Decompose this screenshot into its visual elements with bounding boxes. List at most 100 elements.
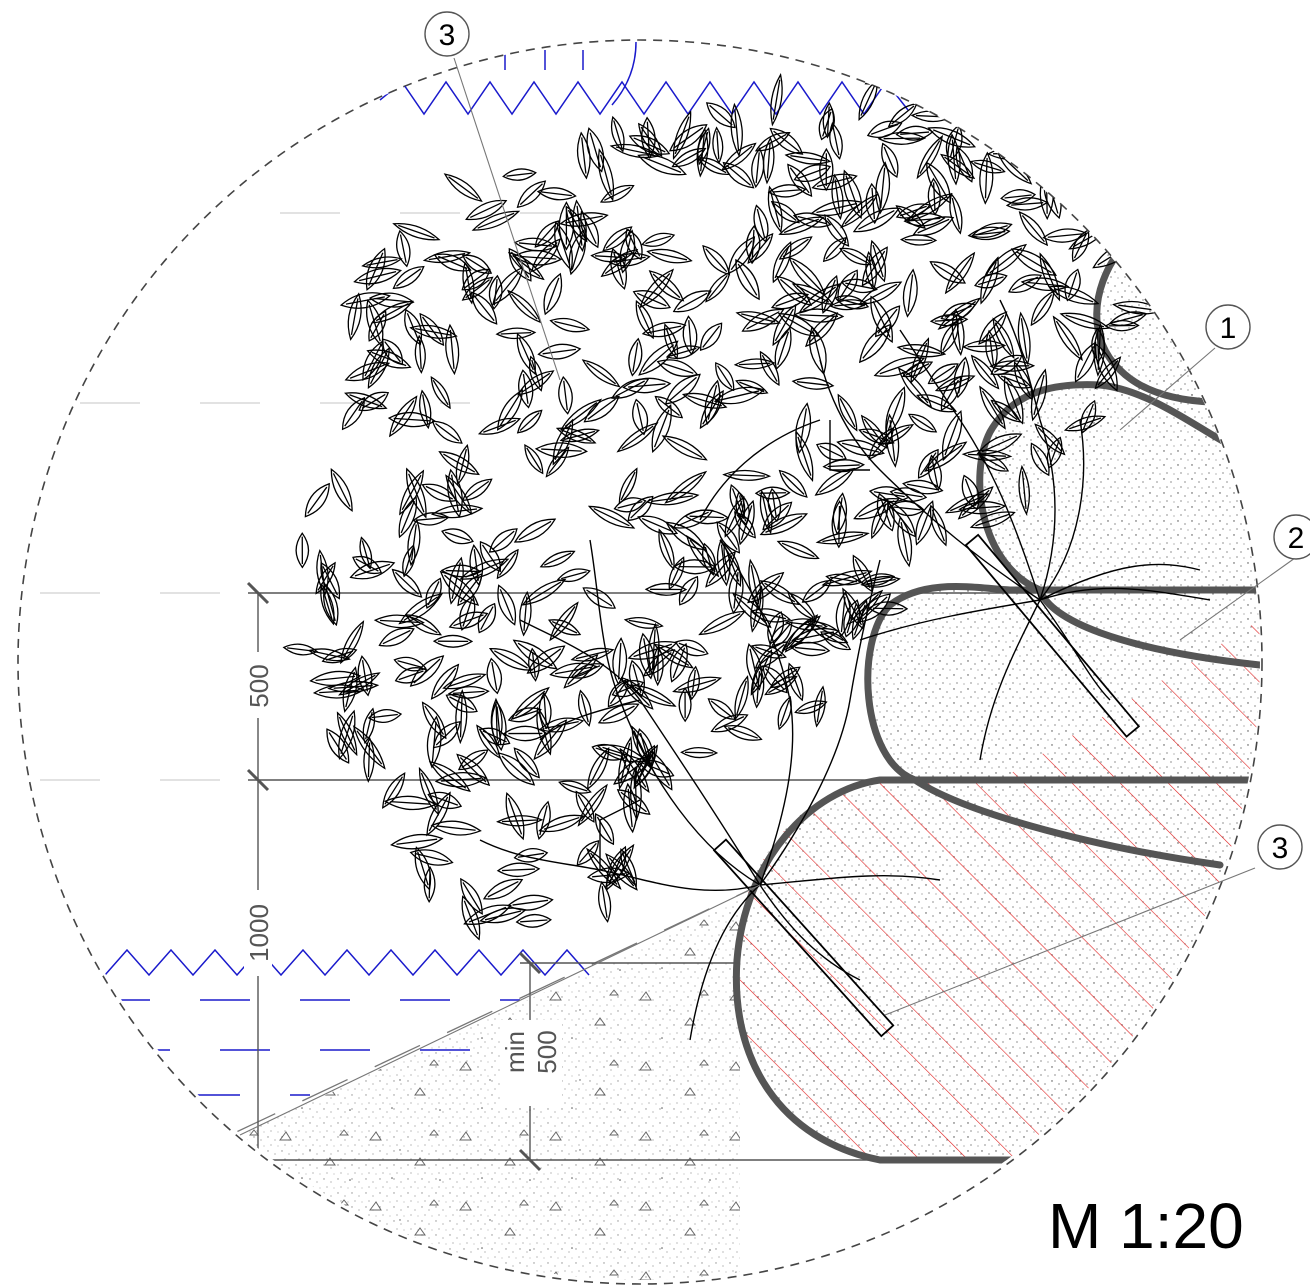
leaf	[510, 686, 550, 721]
leaf	[427, 791, 463, 810]
leaf	[781, 615, 822, 652]
leaf	[612, 637, 628, 686]
leaf	[495, 327, 537, 340]
leaf	[777, 695, 792, 731]
leaf	[619, 747, 650, 794]
leaf	[367, 709, 403, 723]
leaf	[577, 689, 592, 727]
leaf	[632, 290, 671, 310]
leaf	[858, 323, 892, 364]
leaf	[787, 163, 813, 198]
leaf	[388, 395, 418, 438]
leaf	[399, 469, 425, 516]
leaf	[937, 297, 982, 330]
leaf	[349, 560, 396, 580]
leaf	[967, 226, 1011, 241]
leaf	[858, 78, 878, 122]
leaf	[665, 345, 701, 360]
leaf	[1063, 415, 1107, 432]
leaf	[461, 478, 493, 502]
leaf	[513, 848, 549, 863]
leaf	[447, 686, 490, 699]
leaf	[859, 593, 892, 623]
leaf	[716, 521, 741, 554]
leaf	[405, 467, 427, 519]
leaf	[513, 747, 540, 779]
leaf	[990, 354, 1023, 376]
leaf	[864, 62, 904, 85]
leaf	[790, 641, 831, 657]
leaf	[457, 572, 483, 607]
leaf	[537, 343, 582, 360]
callout-leaders	[239, 57, 1296, 1136]
leaf	[723, 542, 742, 588]
leaf	[398, 495, 418, 539]
leaf	[616, 422, 659, 453]
leaf	[524, 444, 544, 475]
leaf	[680, 746, 719, 759]
leaf	[496, 548, 519, 580]
leaf	[795, 430, 814, 483]
leaf	[661, 435, 708, 461]
leaf	[528, 355, 544, 392]
leaf	[526, 645, 566, 674]
leaf	[577, 783, 608, 827]
leaf	[439, 570, 480, 606]
leaf	[896, 344, 947, 358]
leaf	[594, 813, 615, 846]
leaf	[1005, 101, 1025, 141]
leaf	[868, 427, 895, 460]
leaf	[858, 281, 903, 305]
leaf	[516, 180, 547, 209]
leaf	[543, 272, 563, 316]
leaf	[705, 102, 736, 129]
leaf	[616, 789, 651, 815]
leaf	[1017, 311, 1031, 366]
leaf	[502, 725, 548, 742]
leaf	[456, 753, 491, 787]
leaf	[359, 536, 373, 570]
leaf	[1042, 228, 1088, 243]
leaf	[984, 243, 1027, 277]
leaf	[947, 133, 961, 186]
leaf	[1039, 168, 1054, 221]
leaf	[477, 602, 497, 634]
leaf	[1046, 90, 1063, 129]
leaf	[843, 169, 863, 220]
leaf	[620, 676, 654, 710]
leaf	[979, 385, 1006, 430]
leaf	[927, 363, 959, 385]
leaf	[610, 247, 628, 290]
leaf	[625, 228, 643, 261]
leaf	[924, 441, 968, 472]
leaf	[433, 253, 472, 272]
leaf	[488, 528, 518, 553]
leaf	[895, 125, 934, 141]
leaf	[653, 643, 694, 669]
leaf	[597, 703, 640, 724]
leaf	[320, 561, 341, 600]
leaf	[701, 542, 716, 576]
leaf	[1059, 312, 1111, 330]
dimension-1000: 1000	[244, 904, 274, 962]
leaf	[491, 700, 507, 752]
leaf	[497, 752, 536, 786]
leaf	[868, 486, 910, 503]
leaf	[1052, 315, 1083, 362]
leaf	[1108, 311, 1148, 326]
leaf	[321, 647, 358, 664]
leaf	[852, 554, 873, 593]
leaf	[508, 247, 532, 282]
leaf	[664, 470, 708, 504]
callout-2: 2	[1273, 514, 1310, 560]
leaf	[672, 509, 714, 529]
leaf	[398, 593, 444, 625]
leaf	[425, 577, 442, 609]
leaf	[1085, 192, 1125, 228]
leaf	[1047, 285, 1100, 305]
leaf	[513, 518, 557, 543]
leaf	[316, 549, 329, 596]
leaf	[733, 358, 776, 370]
leaf	[989, 360, 1036, 372]
leaf	[638, 340, 679, 376]
